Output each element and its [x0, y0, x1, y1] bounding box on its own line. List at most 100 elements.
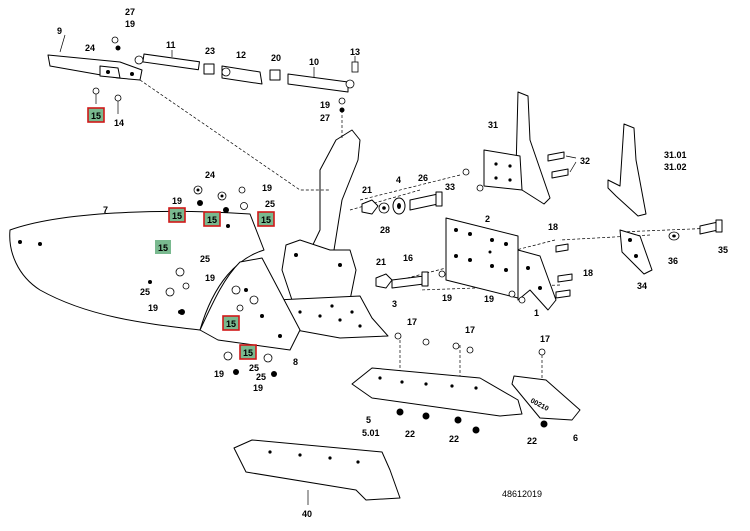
- part-31-landside: [483, 91, 551, 205]
- label-34: 34: [637, 281, 647, 291]
- label-19: 19: [125, 19, 135, 29]
- label-24: 24: [85, 43, 95, 53]
- label-31-02: 31.02: [664, 162, 687, 172]
- label-18: 18: [583, 268, 593, 278]
- part-2-plate: [445, 217, 519, 299]
- label-31: 31: [488, 120, 498, 130]
- svg-text:15: 15: [172, 211, 182, 221]
- label-8: 8: [293, 357, 298, 367]
- svg-text:15: 15: [261, 215, 271, 225]
- callout-box-15-g: 15: [239, 344, 257, 360]
- callout-box-15-f: 15: [222, 315, 240, 331]
- callout-box-15-c: 15: [203, 211, 221, 227]
- label-5: 5: [366, 415, 371, 425]
- label-32: 32: [580, 156, 590, 166]
- label-28: 28: [380, 225, 390, 235]
- label-20: 20: [271, 53, 281, 63]
- fasteners-mouldboard: [165, 185, 277, 377]
- part-11-rod: [134, 50, 200, 71]
- label-27: 27: [125, 7, 135, 17]
- callout-box-15-b: 15: [168, 207, 186, 223]
- part-40-shin-plate: [233, 439, 401, 505]
- label-3: 3: [392, 299, 397, 309]
- label-23: 23: [205, 46, 215, 56]
- part-23-nut: [203, 63, 215, 75]
- part-31-01-landside: [607, 123, 647, 217]
- label-25: 25: [265, 199, 275, 209]
- label-31-01: 31.01: [664, 150, 687, 160]
- part-20-nut: [269, 69, 281, 81]
- label-19: 19: [320, 100, 330, 110]
- part-13-grease-nipple: [351, 56, 359, 73]
- label-25: 25: [249, 363, 259, 373]
- label-24: 24: [205, 170, 215, 180]
- label-19: 19: [214, 369, 224, 379]
- part-4-bushing: [392, 197, 406, 215]
- part-16-bolt: [391, 271, 429, 289]
- label-21: 21: [362, 185, 372, 195]
- callout-box-15-d: 15: [257, 211, 275, 227]
- label-25: 25: [256, 372, 266, 382]
- label-19: 19: [172, 196, 182, 206]
- label-12: 12: [236, 50, 246, 60]
- drawing-number: 48612019: [502, 489, 542, 499]
- label-10: 10: [309, 57, 319, 67]
- part-34-bracket: [619, 229, 653, 275]
- nuts-33: [462, 168, 484, 192]
- label-19: 19: [484, 294, 494, 304]
- part-7-mouldboard: [9, 210, 265, 331]
- part-9-bracket: [47, 34, 143, 81]
- label-25: 25: [140, 287, 150, 297]
- label-26: 26: [418, 173, 428, 183]
- label-18: 18: [548, 222, 558, 232]
- bolts-18: [438, 243, 573, 304]
- part-21-nut-upper: [361, 199, 379, 215]
- svg-text:15: 15: [243, 348, 253, 358]
- label-25: 25: [200, 254, 210, 264]
- part-36-washer: [668, 231, 680, 241]
- part-35-bolt: [699, 219, 723, 235]
- label-36: 36: [668, 256, 678, 266]
- label-1: 1: [534, 308, 539, 318]
- label-9: 9: [57, 26, 62, 36]
- label-22: 22: [449, 434, 459, 444]
- label-17: 17: [407, 317, 417, 327]
- label-19: 19: [442, 293, 452, 303]
- svg-text:15: 15: [91, 111, 101, 121]
- label-21: 21: [376, 257, 386, 267]
- part-12-sleeve: [221, 65, 263, 85]
- label-11: 11: [166, 40, 176, 50]
- callout-box-15-e: 15: [155, 240, 171, 254]
- bolts-32: [547, 151, 577, 179]
- label-14: 14: [114, 118, 124, 128]
- label-19: 19: [253, 383, 263, 393]
- label-27: 27: [320, 113, 330, 123]
- fasteners-share: [394, 332, 548, 434]
- part-26-bolt: [409, 191, 443, 211]
- part-5-share: [351, 367, 523, 417]
- callout-box-15-a: 15: [87, 107, 105, 123]
- label-19: 19: [205, 273, 215, 283]
- label-7: 7: [103, 205, 108, 215]
- svg-text:15: 15: [207, 215, 217, 225]
- part-labels: 9 27 19 24 11 23 12 20 10 13 19 27 14 31…: [57, 7, 728, 519]
- label-19: 19: [262, 183, 272, 193]
- label-4: 4: [396, 175, 401, 185]
- bolts-top-left: [92, 36, 346, 114]
- label-22: 22: [527, 436, 537, 446]
- label-5-01: 5.01: [362, 428, 380, 438]
- label-33: 33: [445, 182, 455, 192]
- part-1-frame: [281, 129, 361, 311]
- label-35: 35: [718, 245, 728, 255]
- part-10-rod: [287, 67, 355, 93]
- part-21-nut-lower: [375, 273, 393, 289]
- label-22: 22: [405, 429, 415, 439]
- label-6: 6: [573, 433, 578, 443]
- label-17: 17: [465, 325, 475, 335]
- label-2: 2: [485, 214, 490, 224]
- svg-text:15: 15: [158, 243, 168, 253]
- label-13: 13: [350, 47, 360, 57]
- part-1-brace: [517, 249, 557, 311]
- part-28-washer: [378, 202, 390, 214]
